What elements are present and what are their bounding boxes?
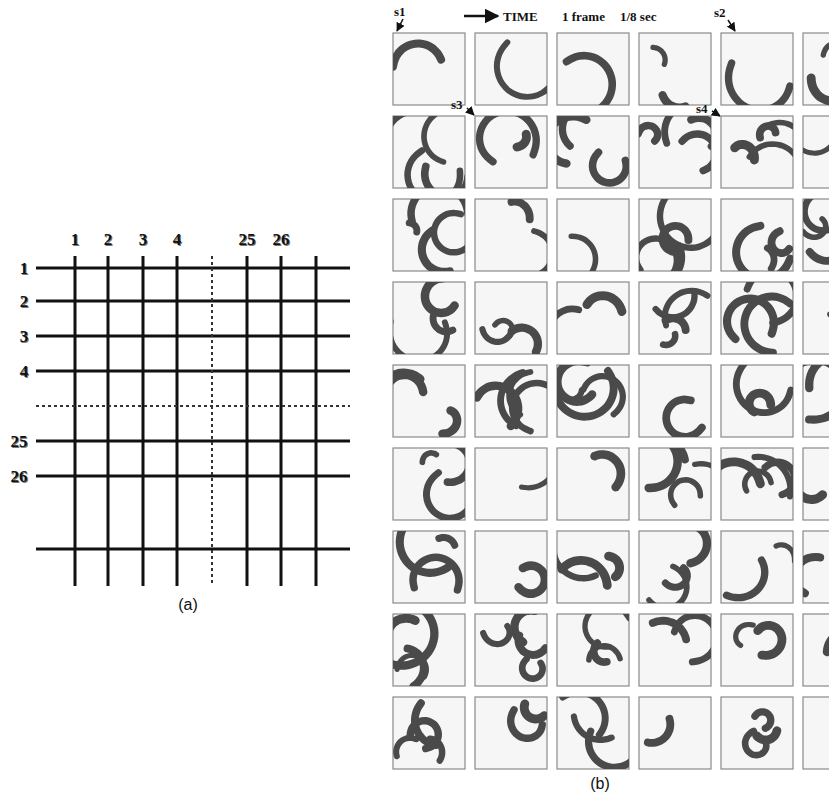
wave-frame (393, 510, 465, 603)
wave-frame (721, 614, 793, 686)
wave-frame (639, 33, 711, 108)
frame-marker: s1 (394, 5, 406, 18)
wave-frame (475, 111, 547, 188)
row-number: 26 (11, 468, 28, 485)
scale-note: 1 frame (562, 10, 605, 23)
wave-frame (547, 113, 629, 188)
wave-frame (393, 186, 472, 272)
wave-frame (557, 692, 631, 769)
ellipsis-lines (36, 256, 350, 586)
wave-frame (721, 116, 804, 188)
wave-frame (721, 531, 795, 603)
wave-frame (475, 610, 547, 686)
wave-frame (475, 199, 552, 275)
wave-frame (557, 33, 629, 114)
wave-frame (639, 282, 711, 354)
wave-frame (795, 448, 829, 520)
wave-frame (803, 33, 829, 105)
row-number: 3 (20, 328, 29, 345)
wave-frame (557, 199, 629, 284)
panel-label: (b) (590, 776, 610, 792)
wave-frame (378, 365, 465, 437)
wave-frame (475, 33, 557, 105)
wave-frame (790, 103, 829, 188)
column-number: 4 (173, 231, 182, 248)
wave-frame (557, 605, 629, 686)
column-number: 25 (239, 231, 256, 248)
wave-frame (707, 448, 795, 520)
column-number: 3 (139, 231, 148, 248)
row-number: 2 (20, 293, 29, 310)
wave-frame (475, 432, 556, 520)
wave-frame (638, 103, 721, 188)
wave-frame (639, 614, 717, 686)
wave-frame (721, 199, 793, 279)
wave-frame (475, 697, 547, 769)
wave-frame (721, 364, 793, 437)
wave-frame (803, 192, 829, 271)
wave-frame (368, 606, 465, 686)
wave-frame (393, 33, 465, 105)
column-number: 1 (71, 231, 80, 248)
wave-frame (795, 531, 829, 603)
wave-frame (803, 697, 829, 769)
wave-frame (721, 270, 797, 354)
wave-frame (386, 109, 480, 202)
wave-frame (721, 33, 793, 110)
wave-frame (803, 614, 829, 686)
wave-frame (549, 282, 629, 354)
row-number: 1 (20, 260, 29, 277)
wave-frame (475, 531, 547, 603)
wave-frame (639, 525, 711, 609)
wave-frame (475, 282, 547, 354)
frame-marker: s2 (714, 6, 726, 19)
wave-frame (393, 697, 465, 769)
wave-frame (475, 365, 562, 437)
wave-frame (636, 194, 720, 284)
wave-frame (553, 531, 629, 603)
wave-frame (390, 278, 465, 361)
wave-frame (639, 697, 711, 769)
frame-marker: s3 (451, 98, 463, 111)
column-number: 2 (104, 231, 113, 248)
wave-frame (721, 697, 793, 769)
wave-frame (555, 361, 629, 437)
wave-frame (557, 448, 629, 520)
column-number: 26 (273, 231, 290, 248)
scale-note: 1/8 sec (620, 10, 656, 23)
axis-label: TIME (503, 10, 538, 23)
wave-frame (798, 356, 829, 442)
row-number: 4 (20, 363, 29, 380)
wave-frame (803, 282, 829, 363)
grid-lines (36, 256, 350, 586)
panel-label: (a) (178, 597, 198, 613)
wave-frame (393, 444, 473, 520)
frame-marker: s4 (696, 102, 708, 115)
row-number: 25 (11, 433, 28, 450)
wave-frame (639, 365, 711, 437)
wave-frame (629, 434, 730, 520)
